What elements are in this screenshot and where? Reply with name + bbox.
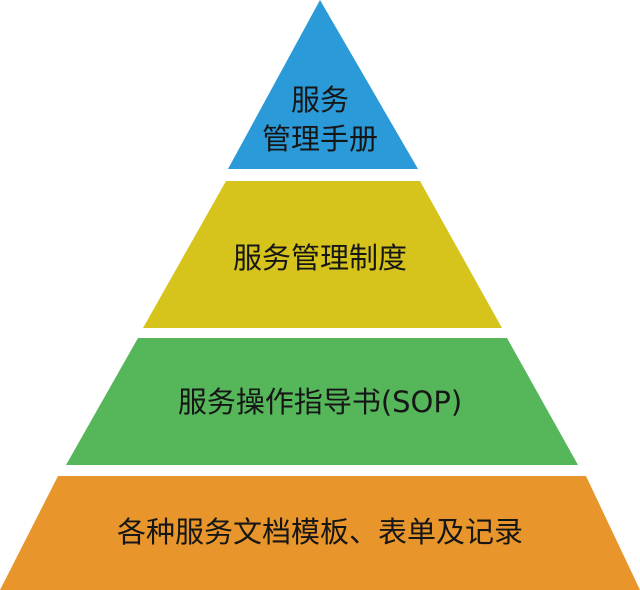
layer-3-label: 服务操作指导书(SOP) [177, 385, 463, 419]
layer-2-label: 服务管理制度 [232, 241, 407, 275]
layer-4-shape [0, 476, 640, 590]
layer-2-shape [143, 181, 502, 328]
layer-1-shape [228, 0, 418, 169]
layer-3-shape [66, 338, 578, 465]
layer-1-label-line1: 服务 [290, 83, 349, 117]
layer-4-label: 各种服务文档模板、表单及记录 [116, 515, 523, 549]
layer-1-label-line2: 管理手册 [261, 122, 378, 156]
